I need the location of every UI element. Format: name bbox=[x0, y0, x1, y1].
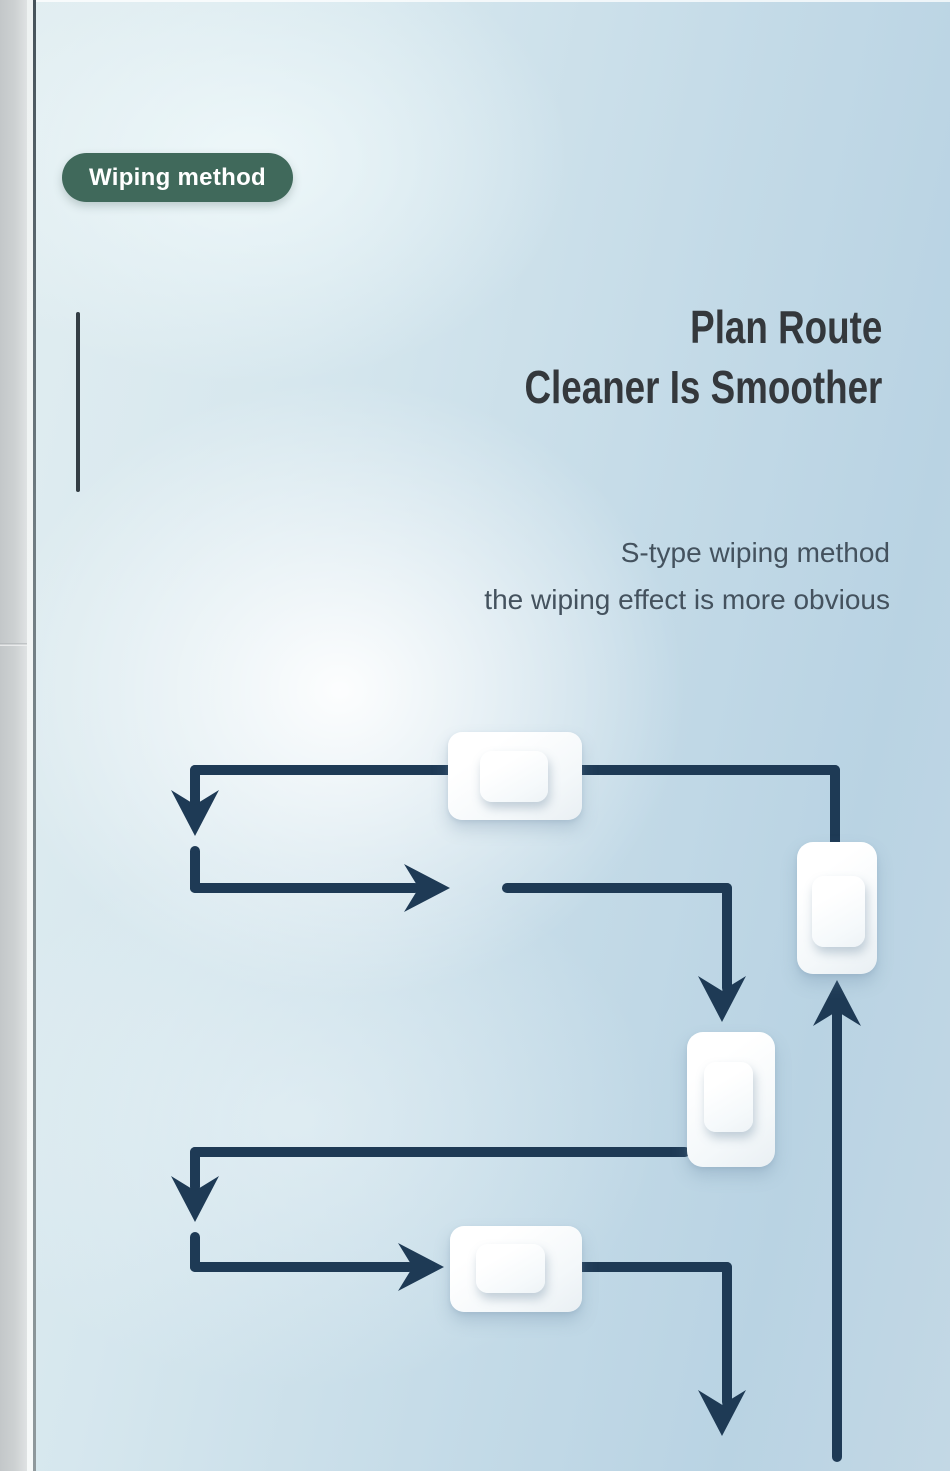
window-frame-edge bbox=[0, 0, 27, 1471]
subtitle-line1: S-type wiping method bbox=[620, 537, 890, 568]
window-frame-highlight bbox=[27, 0, 33, 1471]
route-segment bbox=[190, 1147, 200, 1192]
route-segment bbox=[830, 765, 840, 860]
route-segment bbox=[190, 1232, 200, 1272]
route-segment bbox=[190, 1262, 414, 1272]
robot-body-icon bbox=[704, 1062, 753, 1132]
route-segment bbox=[566, 1262, 732, 1272]
vertical-accent-line bbox=[76, 312, 80, 492]
cleaner-robot-device bbox=[450, 1226, 582, 1312]
robot-body-icon bbox=[476, 1244, 545, 1293]
route-segment bbox=[832, 1008, 842, 1462]
headline: Plan Route Cleaner Is Smoother bbox=[524, 298, 882, 418]
cleaner-robot-device bbox=[448, 732, 582, 820]
route-segment bbox=[190, 1147, 690, 1157]
subtitle-line2: the wiping effect is more obvious bbox=[484, 583, 890, 615]
route-segment bbox=[190, 846, 200, 893]
headline-line2: Cleaner Is Smoother bbox=[524, 360, 882, 413]
subtitle: S-type wiping method the wiping effect i… bbox=[484, 530, 890, 624]
robot-body-icon bbox=[812, 876, 865, 947]
route-segment bbox=[190, 765, 200, 807]
route-segment bbox=[502, 883, 732, 893]
headline-line1: Plan Route bbox=[689, 301, 882, 353]
glass-top-highlight bbox=[36, 0, 950, 2]
route-segment bbox=[722, 1262, 732, 1407]
window-frame-dark-line bbox=[33, 0, 36, 1471]
robot-body-icon bbox=[480, 751, 548, 802]
cleaner-robot-device bbox=[687, 1032, 775, 1167]
route-segment bbox=[722, 883, 732, 993]
wiping-method-badge: Wiping method bbox=[62, 153, 293, 202]
cleaner-robot-device bbox=[797, 842, 877, 974]
route-segment bbox=[190, 883, 420, 893]
window-frame-seam bbox=[0, 643, 27, 646]
